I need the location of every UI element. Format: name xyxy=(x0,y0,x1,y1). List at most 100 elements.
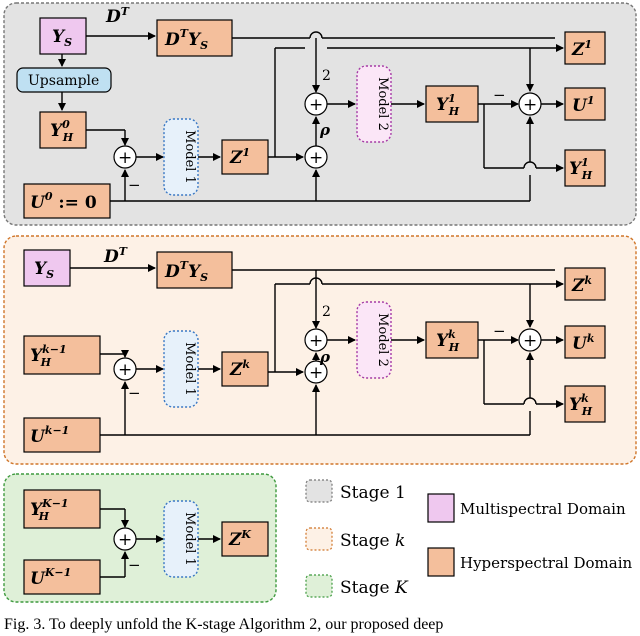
stage1-yh1-out-label: Y xyxy=(569,159,583,179)
svg-text:+: + xyxy=(118,530,132,550)
legend-multi-swatch xyxy=(427,493,455,523)
legend-stagek-label: Stage xyxy=(340,531,395,551)
svg-text:Y0H: Y0H xyxy=(50,118,74,144)
legend-stageK-label: Stage xyxy=(340,578,395,598)
legend-stage1-swatch xyxy=(305,479,333,503)
svg-text:Uk: Uk xyxy=(572,332,595,354)
stage1-u0-label: U xyxy=(30,193,46,213)
stagek-model1-label: Model 1 xyxy=(182,342,197,396)
stagek-yhk1-label: Y xyxy=(30,346,44,366)
stage1-dtys-box xyxy=(156,19,233,57)
stageK-zK-label: Z xyxy=(228,530,242,550)
svg-text:Y1H: Y1H xyxy=(569,156,593,182)
svg-text:UK−1: UK−1 xyxy=(30,566,71,589)
stage1-two-label: 2 xyxy=(322,68,331,84)
stagek-ys-label: Y xyxy=(34,259,48,279)
legend-hyper-swatch xyxy=(427,547,455,577)
stagek-dtys-label: D xyxy=(164,262,180,282)
stagek-two-label: 2 xyxy=(322,304,331,320)
stage1-u0-box xyxy=(23,183,111,219)
svg-text:DTYS: DTYS xyxy=(164,27,208,52)
stage1-yh1-label: Y xyxy=(436,95,450,115)
stagek-uk-out-label: U xyxy=(572,334,588,354)
stagek-uk-out-box xyxy=(564,325,606,359)
legend-stage1-label: Stage 1 xyxy=(340,483,406,503)
stagek-yhk1-box xyxy=(23,335,101,375)
svg-text:Y1H: Y1H xyxy=(436,92,460,118)
stagek-zk-label: Z xyxy=(229,360,243,380)
stagek-minus-left: − xyxy=(128,384,141,402)
stage1-u1-out-box xyxy=(564,87,606,121)
stageK-uK1-label: U xyxy=(30,569,46,589)
stage1-z1-label: Z xyxy=(229,148,243,168)
stageK-uK1-box xyxy=(23,559,101,595)
svg-text:Uk−1: Uk−1 xyxy=(30,424,69,447)
svg-text:DTYS: DTYS xyxy=(164,259,208,284)
stagek-model1-box xyxy=(163,330,199,408)
stageK-zK-box xyxy=(221,521,269,557)
stagek-zk-box xyxy=(221,351,269,387)
svg-text:Stage K: Stage K xyxy=(340,578,409,598)
stage1-model2-box xyxy=(356,65,392,143)
svg-text:+: + xyxy=(523,331,537,351)
svg-text:+: + xyxy=(309,95,323,115)
stage1-model1-box xyxy=(163,118,199,196)
svg-text:DT: DT xyxy=(103,245,128,267)
stage1-z1-box xyxy=(221,139,269,175)
stageK-yhK1-label: Y xyxy=(30,500,44,520)
stagek-dtys-box xyxy=(156,251,233,289)
svg-text:+: + xyxy=(118,360,132,380)
stage1-ys-box xyxy=(39,17,87,55)
stage1-yh1-out-box xyxy=(564,149,606,187)
svg-text:YS: YS xyxy=(34,259,54,281)
legend-multi-label: Multispectral Domain xyxy=(460,500,626,518)
svg-text:+: + xyxy=(309,331,323,351)
svg-text:+: + xyxy=(309,148,323,168)
stagek-dt-label: D xyxy=(103,247,119,267)
svg-text:YS: YS xyxy=(52,27,72,49)
stage1-upsample-box xyxy=(16,67,112,93)
legend-hyper-label: Hyperspectral Domain xyxy=(460,554,633,572)
stagek-zk-out-label: Z xyxy=(571,276,585,296)
figure-caption: Fig. 3. To deeply unfold the K-stage Alg… xyxy=(4,616,444,633)
stage1-upsample-label: Upsample xyxy=(28,73,99,89)
stageK-model1-label: Model 1 xyxy=(182,512,197,566)
svg-text:Yk−1H: Yk−1H xyxy=(30,343,67,369)
stage1-model2-label: Model 2 xyxy=(375,77,390,131)
stageK-yhK1-box xyxy=(23,489,101,529)
svg-text:U1: U1 xyxy=(572,94,594,116)
stage1-z1-out-label: Z xyxy=(571,40,585,60)
stagek-model2-box xyxy=(356,301,392,379)
stagek-uk1-label: U xyxy=(30,427,46,447)
stagek-uk1-box xyxy=(23,417,101,453)
stage1-minus-left: − xyxy=(128,176,141,194)
stagek-yhk-out-box xyxy=(564,385,606,423)
stagek-model2-label: Model 2 xyxy=(375,313,390,367)
stagek-zk-out-box xyxy=(564,267,606,301)
stage1-rho-label: ρ xyxy=(319,121,331,139)
svg-text:Zk: Zk xyxy=(571,274,592,296)
stage1-z1-out-box xyxy=(564,31,606,65)
stagek-ys-box xyxy=(23,249,71,287)
stagek-yhk-box xyxy=(425,321,479,359)
legend-stageK-swatch xyxy=(305,574,333,598)
svg-text:ZK: ZK xyxy=(228,528,251,550)
stagek-rho-label: ρ xyxy=(319,348,331,366)
svg-text:+: + xyxy=(309,363,323,383)
svg-text:+: + xyxy=(523,95,537,115)
svg-text:U0 := 0: U0 := 0 xyxy=(30,190,97,213)
svg-text:YkH: YkH xyxy=(569,392,593,418)
stageK-model1-box xyxy=(163,500,199,578)
stage1-minus-top: − xyxy=(493,86,506,104)
stage1-yh0-label: Y xyxy=(50,121,64,141)
svg-text:Stage k: Stage k xyxy=(340,531,405,551)
stage1-dtys-label: D xyxy=(164,30,180,50)
svg-text:DT: DT xyxy=(105,5,130,27)
svg-text:+: + xyxy=(118,148,132,168)
stageK-minus-left: − xyxy=(128,556,141,574)
svg-text:Zk: Zk xyxy=(229,358,250,380)
svg-text:Z1: Z1 xyxy=(229,146,250,168)
stage1-model1-label: Model 1 xyxy=(182,130,197,184)
svg-text:Z1: Z1 xyxy=(571,38,592,60)
svg-text:YK−1H: YK−1H xyxy=(30,497,69,523)
